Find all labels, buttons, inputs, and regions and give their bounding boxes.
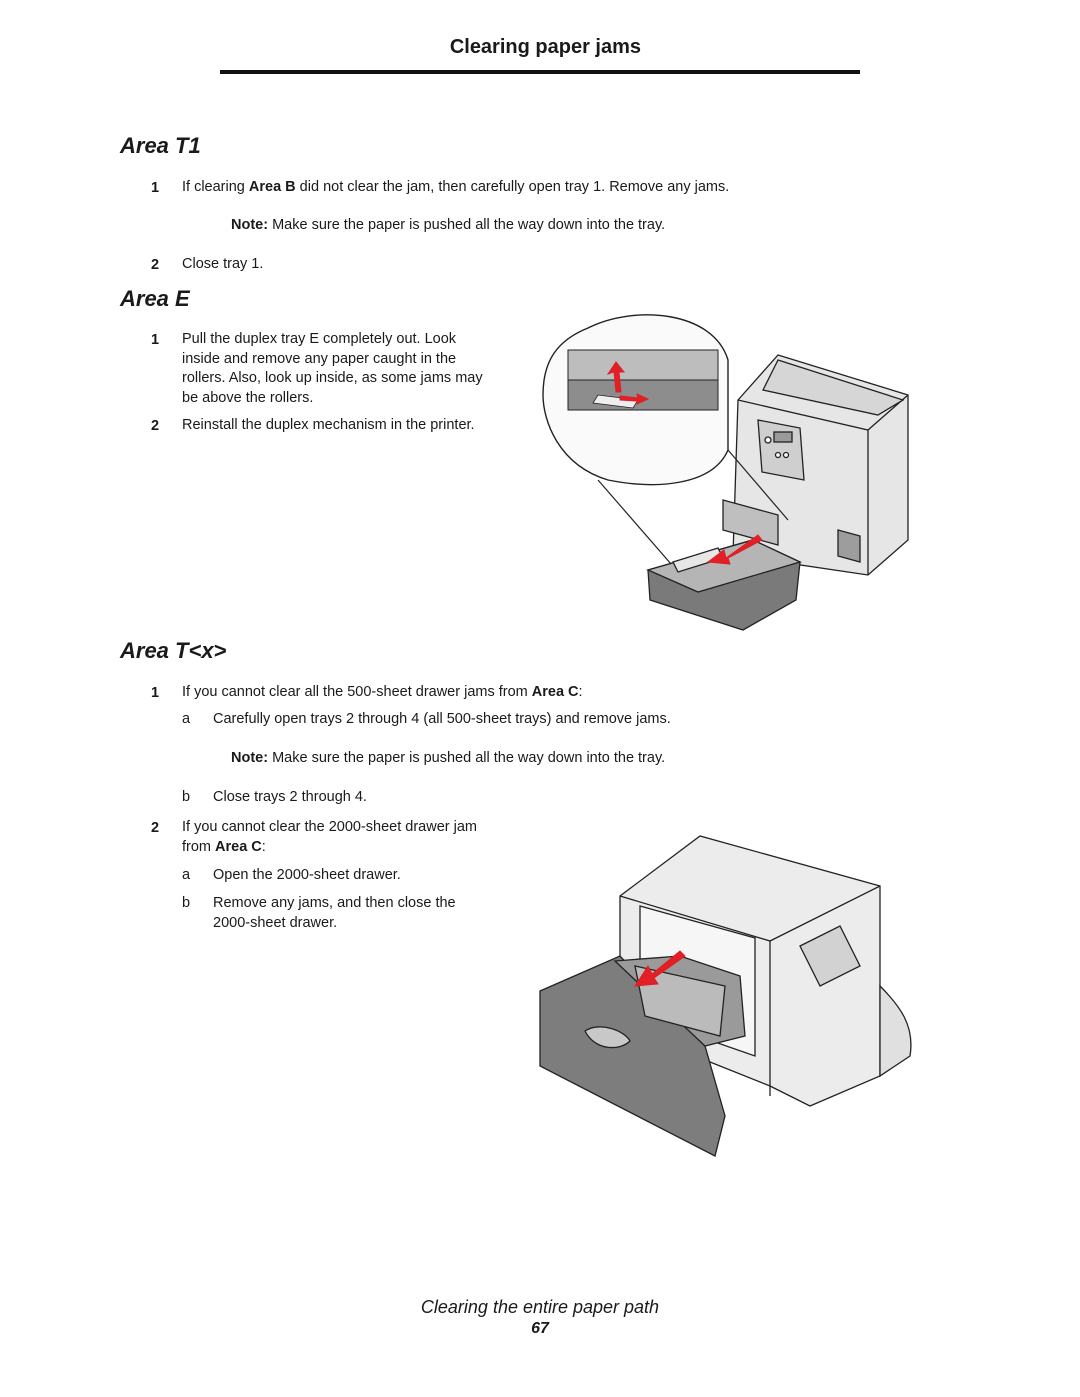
step-number: 1 <box>151 332 160 348</box>
substep-text: Remove any jams, and then close the 2000… <box>213 895 456 931</box>
printer-body <box>722 354 909 576</box>
page-number: 67 <box>531 1320 549 1337</box>
step-text: Pull the duplex tray E completely out. L… <box>182 331 483 406</box>
substep-letter: a <box>182 867 191 883</box>
substep-letter: a <box>182 711 191 727</box>
substep-letter: b <box>182 895 191 911</box>
step-text: Reinstall the duplex mechanism in the pr… <box>182 417 475 433</box>
duplex-tray-illustration <box>542 314 909 631</box>
step-number: 2 <box>151 418 160 434</box>
header-rule <box>220 70 860 74</box>
footer-chapter-title: Clearing the entire paper path <box>420 1297 660 1317</box>
note: Note: Make sure the paper is pushed all … <box>231 750 666 766</box>
section-heading-area-e: Area E <box>120 286 190 311</box>
red-arrow-icon <box>634 950 686 987</box>
step-text: If clearing Area B did not clear the jam… <box>182 179 730 195</box>
step-number: 1 <box>151 685 160 701</box>
substep-text: Close trays 2 through 4. <box>213 789 367 805</box>
step-text: If you cannot clear all the 500-sheet dr… <box>182 684 583 700</box>
substep-text: Open the 2000-sheet drawer. <box>213 867 401 883</box>
section-heading-area-t1: Area T1 <box>120 133 201 158</box>
area-reference: Area C <box>531 684 579 700</box>
area-reference: Area B <box>248 179 296 195</box>
step-number: 1 <box>151 180 160 196</box>
note: Note: Make sure the paper is pushed all … <box>231 217 666 233</box>
step-text: Close tray 1. <box>182 256 264 272</box>
area-reference: Area C <box>215 838 262 855</box>
red-arrow-icons <box>606 361 763 565</box>
drawer-illustration <box>539 835 912 1157</box>
page-header-title: Clearing paper jams <box>449 36 641 58</box>
substep-text: Carefully open trays 2 through 4 (all 50… <box>213 711 671 727</box>
substep-letter: b <box>182 789 191 805</box>
step-number: 2 <box>151 820 160 836</box>
step-number: 2 <box>151 257 160 273</box>
section-heading-area-tx: Area T<x> <box>120 638 227 663</box>
step-text: If you cannot clear the 2000-sheet drawe… <box>182 819 477 855</box>
